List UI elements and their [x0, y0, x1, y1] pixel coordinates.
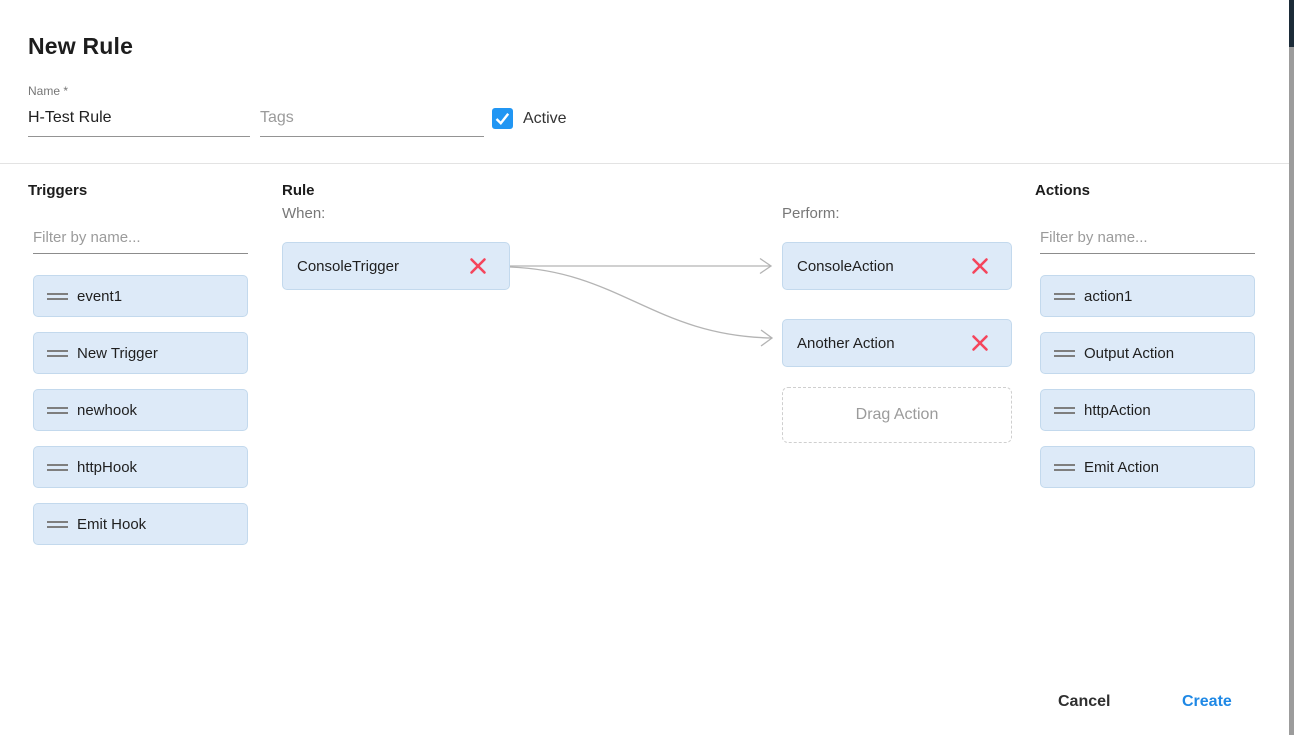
name-field: Name * — [28, 84, 250, 137]
action-list-item[interactable]: Output Action — [1040, 332, 1255, 374]
close-icon — [972, 258, 988, 274]
tags-input[interactable] — [260, 104, 484, 137]
perform-label: Perform: — [782, 205, 840, 222]
action-drop-zone[interactable]: Drag Action — [782, 387, 1012, 443]
remove-trigger-button[interactable] — [468, 256, 488, 276]
actions-filter-input[interactable] — [1040, 225, 1255, 254]
rule-panel: Rule When: ConsoleTrigger — [282, 182, 512, 290]
name-input[interactable] — [28, 104, 250, 137]
drag-handle-icon[interactable] — [1054, 406, 1075, 414]
header-divider — [0, 163, 1289, 164]
close-icon — [972, 335, 988, 351]
actions-heading: Actions — [1035, 182, 1091, 199]
action-list-item[interactable]: action1 — [1040, 275, 1255, 317]
rule-heading: Rule — [282, 182, 315, 199]
rule-perform-item[interactable]: Another Action — [782, 319, 1012, 367]
triggers-panel: Triggers event1 New Trigger newhook http… — [28, 183, 250, 560]
actions-list: action1 Output Action httpAction Emit Ac… — [1040, 275, 1257, 488]
drag-handle-icon[interactable] — [47, 463, 68, 471]
trigger-list-item[interactable]: newhook — [33, 389, 248, 431]
arrowhead-icon — [760, 329, 774, 347]
cancel-button[interactable]: Cancel — [1048, 685, 1120, 719]
triggers-filter-input[interactable] — [33, 225, 248, 254]
connector-line-2 — [509, 266, 773, 339]
drop-zone-label: Drag Action — [855, 406, 939, 423]
action-list-item[interactable]: httpAction — [1040, 389, 1255, 431]
drag-handle-icon[interactable] — [1054, 292, 1075, 300]
trigger-list-item[interactable]: httpHook — [33, 446, 248, 488]
trigger-list-item[interactable]: event1 — [33, 275, 248, 317]
trigger-list-item[interactable]: New Trigger — [33, 332, 248, 374]
triggers-heading: Triggers — [28, 182, 88, 199]
create-button[interactable]: Create — [1172, 685, 1242, 719]
rule-when-item[interactable]: ConsoleTrigger — [282, 242, 510, 290]
rule-perform-item[interactable]: ConsoleAction — [782, 242, 1012, 290]
active-checkbox[interactable] — [492, 108, 513, 129]
background-app-header-sliver — [1289, 0, 1294, 47]
close-icon — [470, 258, 486, 274]
remove-action-button[interactable] — [970, 333, 990, 353]
drag-handle-icon[interactable] — [1054, 349, 1075, 357]
active-checkbox-group: Active — [492, 108, 567, 129]
drag-handle-icon[interactable] — [47, 520, 68, 528]
drag-handle-icon[interactable] — [47, 406, 68, 414]
tags-field — [260, 84, 484, 137]
when-label: When: — [282, 205, 326, 222]
drag-handle-icon[interactable] — [47, 292, 68, 300]
background-overlay-sliver — [1289, 47, 1294, 735]
name-field-label: Name * — [28, 84, 69, 98]
actions-panel: Actions action1 Output Action httpAction… — [1035, 183, 1257, 503]
remove-action-button[interactable] — [970, 256, 990, 276]
active-checkbox-label: Active — [523, 109, 567, 127]
drag-handle-icon[interactable] — [1054, 463, 1075, 471]
arrowhead-icon — [759, 257, 773, 275]
action-list-item[interactable]: Emit Action — [1040, 446, 1255, 488]
triggers-list: event1 New Trigger newhook httpHook Emit… — [33, 275, 250, 545]
check-icon — [495, 113, 510, 125]
drag-handle-icon[interactable] — [47, 349, 68, 357]
trigger-list-item[interactable]: Emit Hook — [33, 503, 248, 545]
page-title: New Rule — [28, 33, 134, 59]
